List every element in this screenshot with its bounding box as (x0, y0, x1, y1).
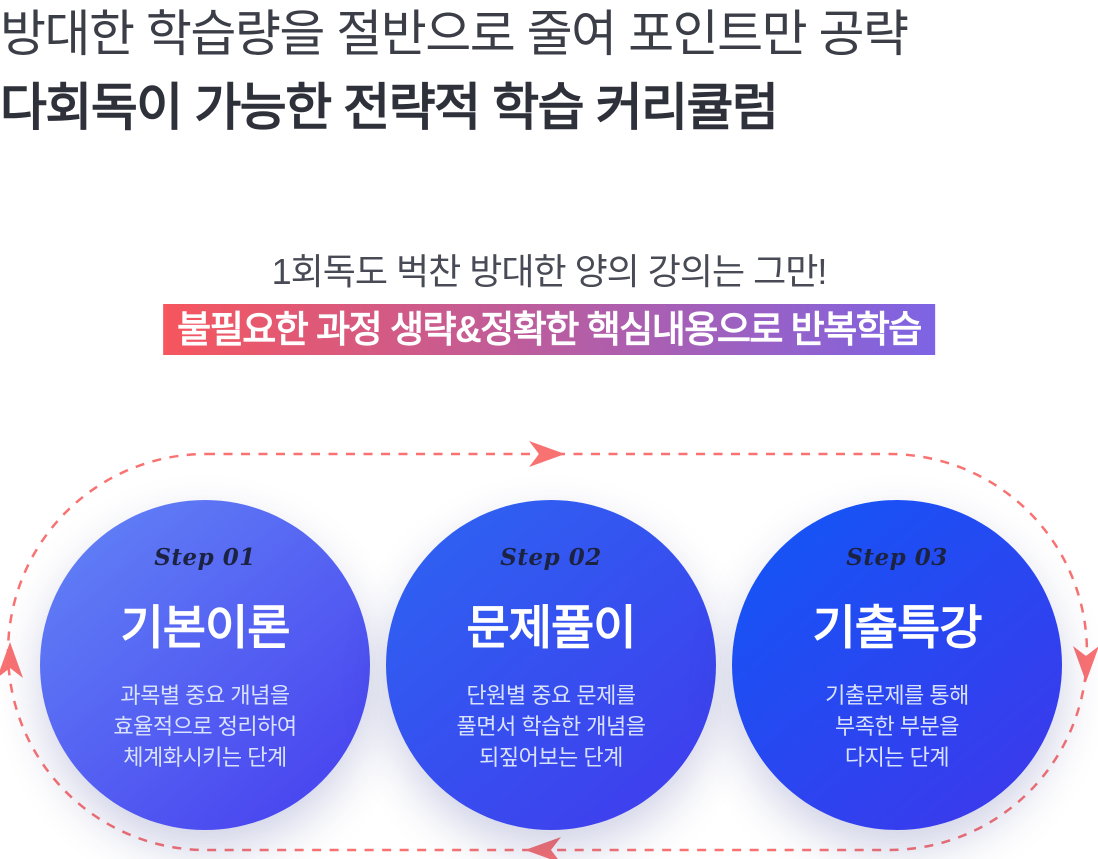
cycle-dashed-loop (0, 441, 1098, 859)
step-2-label: Step 02 (500, 544, 602, 571)
headline-title: 다회독이 가능한 전략적 학습 커리큘럼 (0, 79, 779, 136)
step-3-desc-line-2: 부족한 부분을 (834, 714, 960, 740)
cycle-loop-path (6, 452, 1089, 852)
step-2-desc-line-2: 풀면서 학습한 개념을 (456, 714, 646, 740)
cycle-arrow-left-icon (525, 837, 561, 859)
step-1-desc-line-2: 효율적으로 정리하여 (113, 714, 297, 740)
curriculum-cycle-diagram: Step 01 기본이론 과목별 중요 개념을 효율적으로 정리하여 체계화시키… (0, 430, 1098, 859)
headline-subtitle: 방대한 학습량을 절반으로 줄여 포인트만 공략 (0, 6, 909, 62)
step-2-description: 단원별 중요 문제를 풀면서 학습한 개념을 되짚어보는 단계 (386, 680, 716, 774)
step-1-desc-line-1: 과목별 중요 개념을 (120, 683, 290, 708)
step-3-desc-line-3: 다지는 단계 (844, 745, 950, 771)
step-circle-1: Step 01 기본이론 과목별 중요 개념을 효율적으로 정리하여 체계화시키… (40, 500, 370, 830)
step-3-title: 기출특강 (812, 601, 983, 654)
step-circle-3: Step 03 기출특강 기출문제를 통해 부족한 부분을 다지는 단계 (732, 500, 1062, 830)
step-2-desc-line-3: 되짚어보는 단계 (479, 745, 623, 771)
step-2-title: 문제풀이 (466, 601, 637, 654)
cycle-arrow-down-icon (1073, 646, 1098, 682)
step-circle-2: Step 02 문제풀이 단원별 중요 문제를 풀면서 학습한 개념을 되짚어보… (386, 500, 716, 830)
lead-text: 1회독도 벅찬 방대한 양의 강의는 그만! (271, 251, 828, 292)
step-1-title: 기본이론 (120, 601, 291, 654)
step-3-description: 기출문제를 통해 부족한 부분을 다지는 단계 (732, 680, 1062, 774)
step-2-desc-line-1: 단원별 중요 문제를 (466, 683, 636, 708)
step-3-label: Step 03 (846, 544, 948, 571)
cycle-arrow-up-icon (0, 642, 23, 678)
step-1-description: 과목별 중요 개념을 효율적으로 정리하여 체계화시키는 단계 (40, 680, 370, 774)
highlight-banner: 불필요한 과정 생략&정확한 핵심내용으로 반복학습 (163, 304, 935, 355)
step-1-desc-line-3: 체계화시키는 단계 (123, 745, 287, 771)
step-1-label: Step 01 (154, 544, 256, 571)
cycle-arrow-right-icon (529, 441, 565, 467)
step-3-desc-line-1: 기출문제를 통해 (825, 683, 969, 708)
